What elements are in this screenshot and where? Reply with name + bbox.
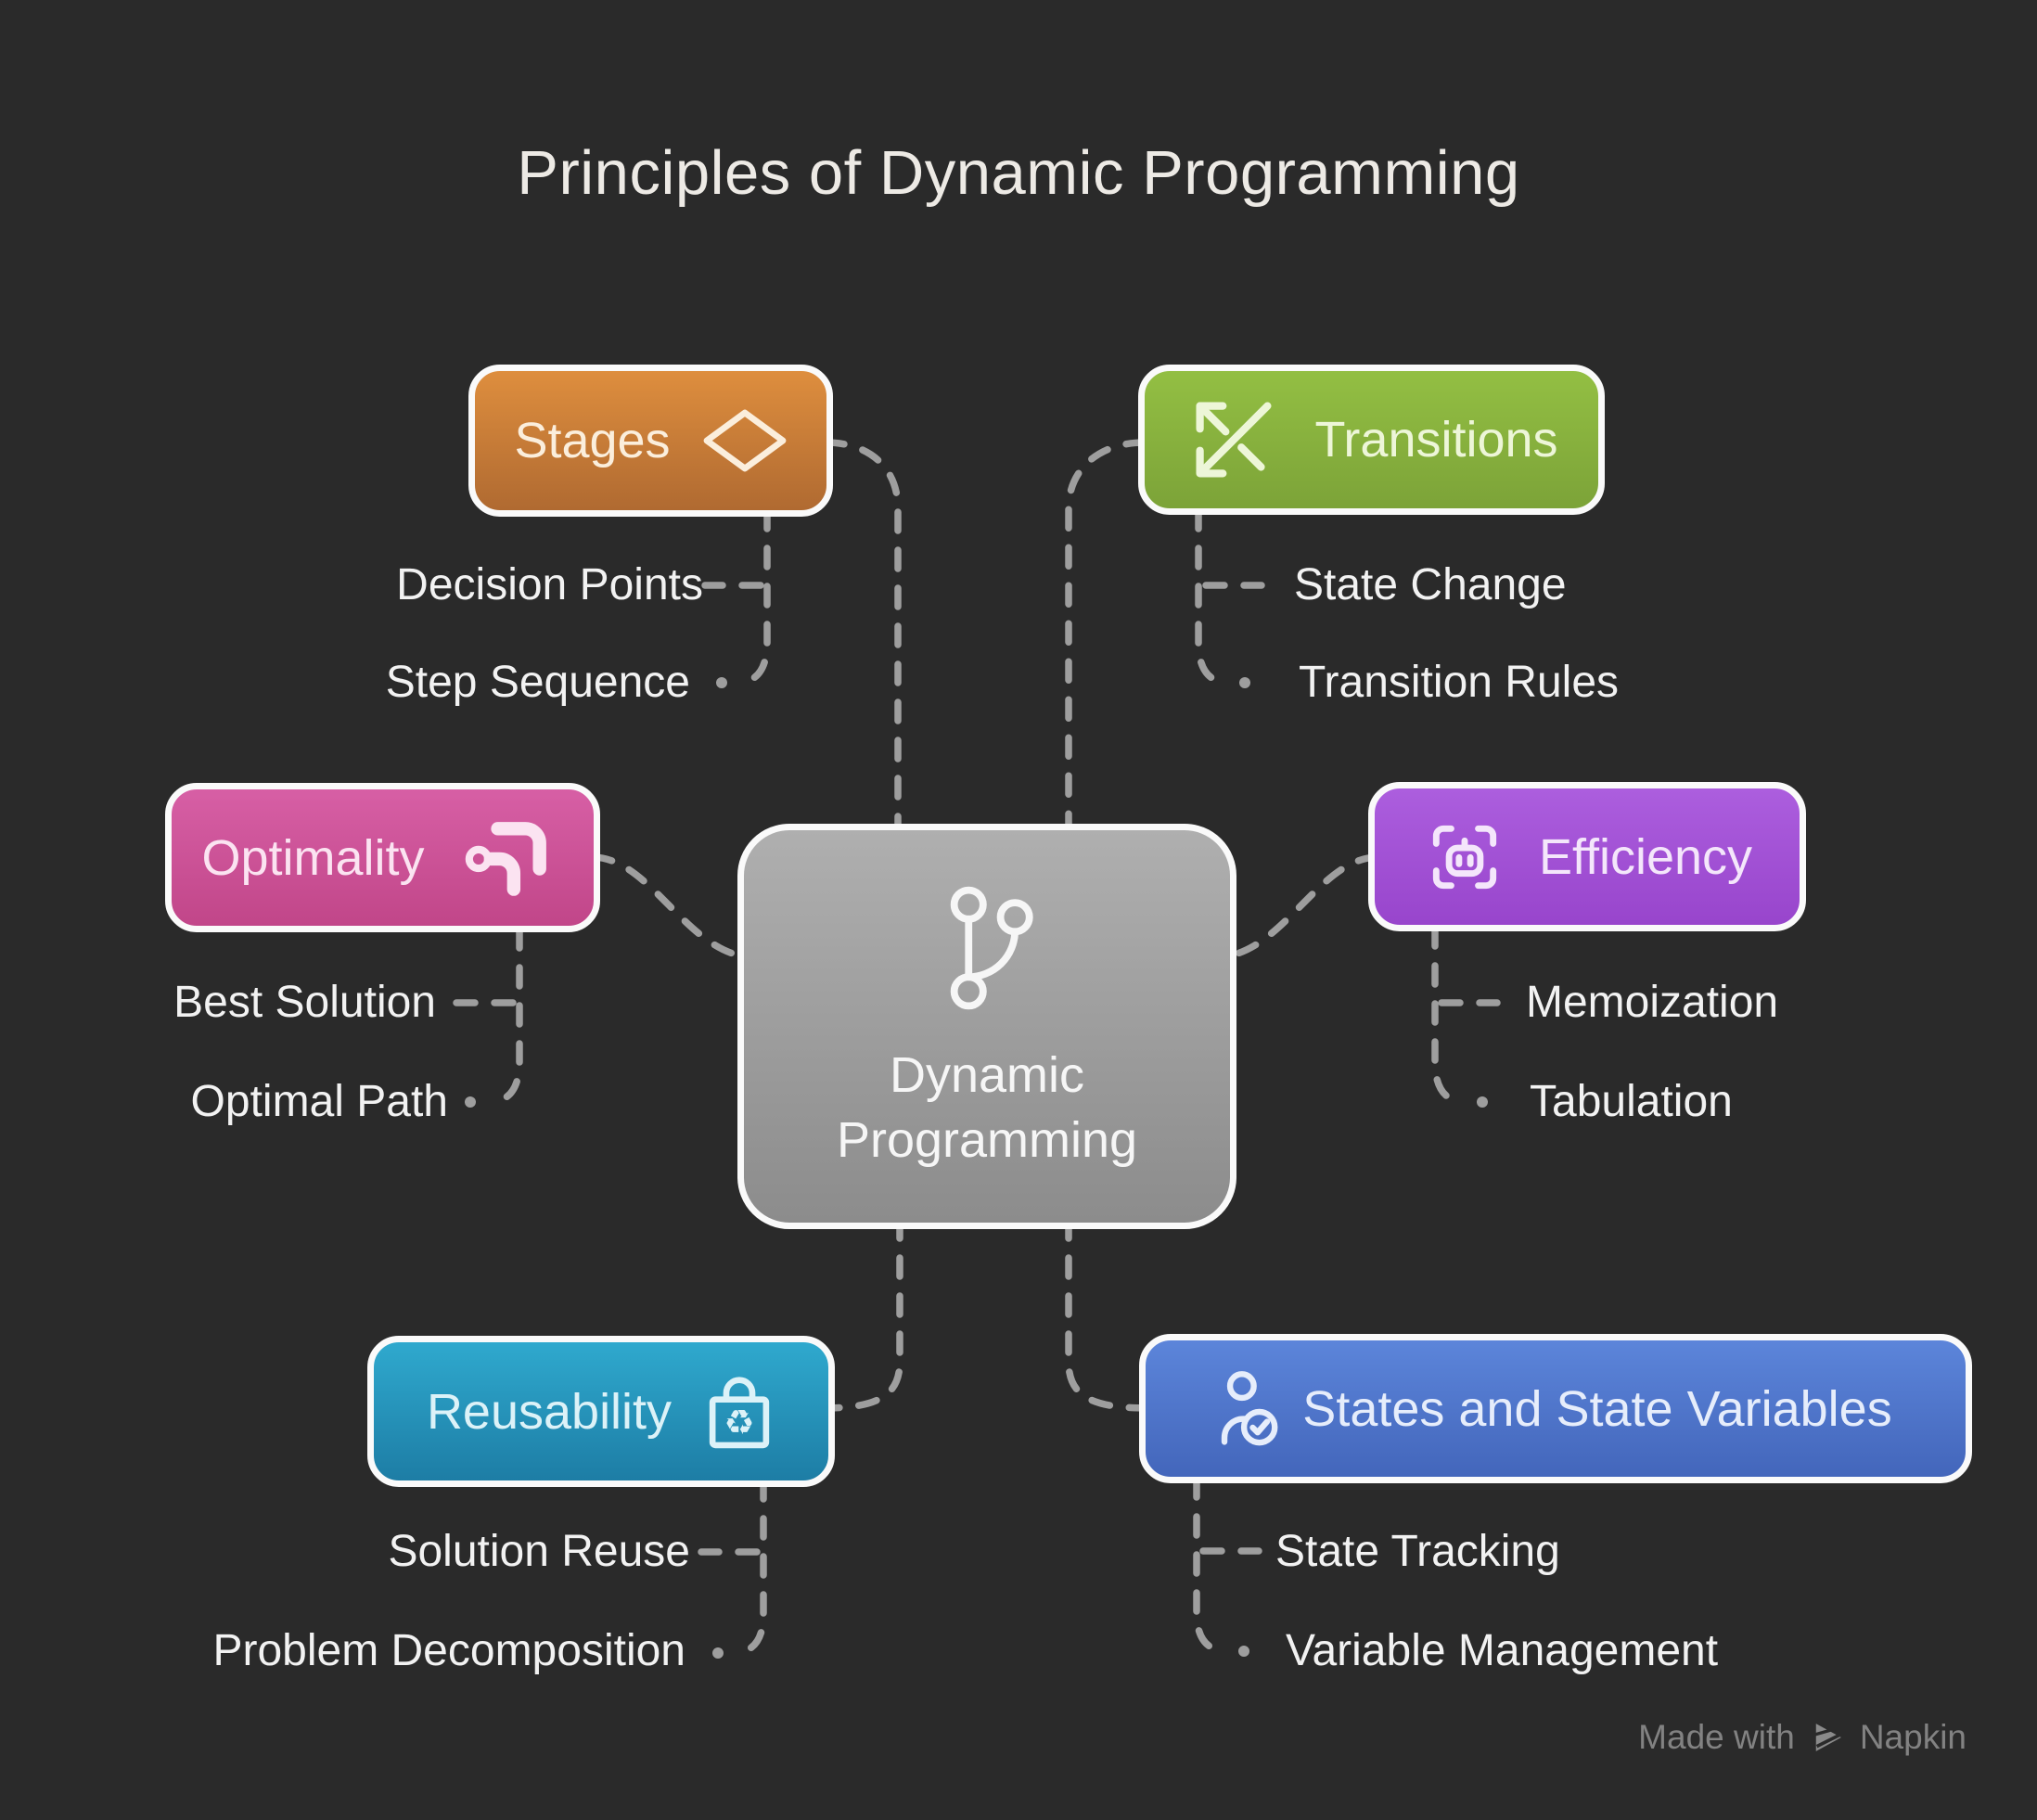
connector-reusability-children — [733, 1477, 767, 1657]
user-check-icon — [1222, 1370, 1278, 1445]
sub-label-variable-management[interactable]: Variable Management — [1286, 1626, 1719, 1675]
recycle-bag-icon: ♻ — [709, 1376, 770, 1448]
branch-box-transitions[interactable]: Transitions — [1138, 365, 1605, 515]
watermark-prefix: Made with — [1638, 1718, 1795, 1756]
diagonal-arrows-icon — [1196, 402, 1272, 478]
connector-stages-center — [822, 439, 902, 848]
branch-label: Transitions — [1314, 412, 1558, 468]
center-node-dynamic-programming[interactable]: Dynamic Programming — [737, 824, 1236, 1229]
sub-label-step-sequence[interactable]: Step Sequence — [385, 658, 690, 707]
branch-label: Optimality — [201, 829, 425, 886]
branch-box-reusability[interactable]: Reusability ♻ — [367, 1336, 835, 1487]
page-title: Principles of Dynamic Programming — [517, 138, 1520, 208]
connector-optimality-children — [489, 926, 523, 1106]
connector-states-children — [1193, 1475, 1227, 1655]
sub-label-transition-rules[interactable]: Transition Rules — [1299, 658, 1620, 707]
connector-optimality-center — [590, 853, 759, 961]
connector-reusability-center — [818, 1216, 903, 1412]
connector-efficiency-center — [1211, 853, 1380, 961]
branch-box-stages[interactable]: Stages — [468, 365, 833, 517]
connector-transitions-center — [1065, 439, 1148, 848]
branch-label: Reusability — [426, 1383, 673, 1440]
branch-box-states-and-state-variables[interactable]: States and State Variables — [1139, 1334, 1972, 1483]
sub-label-decision-points[interactable]: Decision Points — [396, 560, 703, 609]
sub-label-solution-reuse[interactable]: Solution Reuse — [388, 1527, 690, 1576]
pivot-arrows-icon — [465, 821, 546, 896]
connector-efficiency-children — [1431, 924, 1466, 1106]
watermark-brand: Napkin — [1859, 1718, 1967, 1756]
sub-label-state-change[interactable]: State Change — [1294, 560, 1567, 609]
bot-scan-icon — [1432, 825, 1497, 889]
sub-label-state-tracking[interactable]: State Tracking — [1275, 1527, 1560, 1576]
napkin-logo-icon — [1813, 1724, 1844, 1751]
sub-label-problem-decomposition[interactable]: Problem Decomposition — [212, 1626, 685, 1675]
sub-label-best-solution[interactable]: Best Solution — [173, 978, 436, 1027]
branch-box-efficiency[interactable]: Efficiency — [1368, 782, 1806, 931]
connector-transitions-children — [1195, 506, 1229, 686]
sub-label-tabulation[interactable]: Tabulation — [1530, 1077, 1733, 1126]
connector-stages-children — [737, 506, 771, 686]
napkin-watermark[interactable]: Made with Napkin — [1638, 1718, 1967, 1757]
branch-label: Efficiency — [1538, 828, 1753, 885]
connector-states-center — [1065, 1216, 1152, 1412]
git-branch-icon — [950, 887, 1033, 1010]
branch-box-optimality[interactable]: Optimality — [165, 783, 600, 932]
branch-label: Stages — [514, 413, 671, 468]
svg-text:♻: ♻ — [724, 1403, 754, 1442]
branch-label: States and State Variables — [1302, 1380, 1892, 1437]
diamond-icon — [703, 409, 786, 472]
sub-label-optimal-path[interactable]: Optimal Path — [190, 1077, 448, 1126]
sub-label-memoization[interactable]: Memoization — [1526, 978, 1779, 1027]
center-node-label: Dynamic Programming — [836, 1047, 1138, 1168]
